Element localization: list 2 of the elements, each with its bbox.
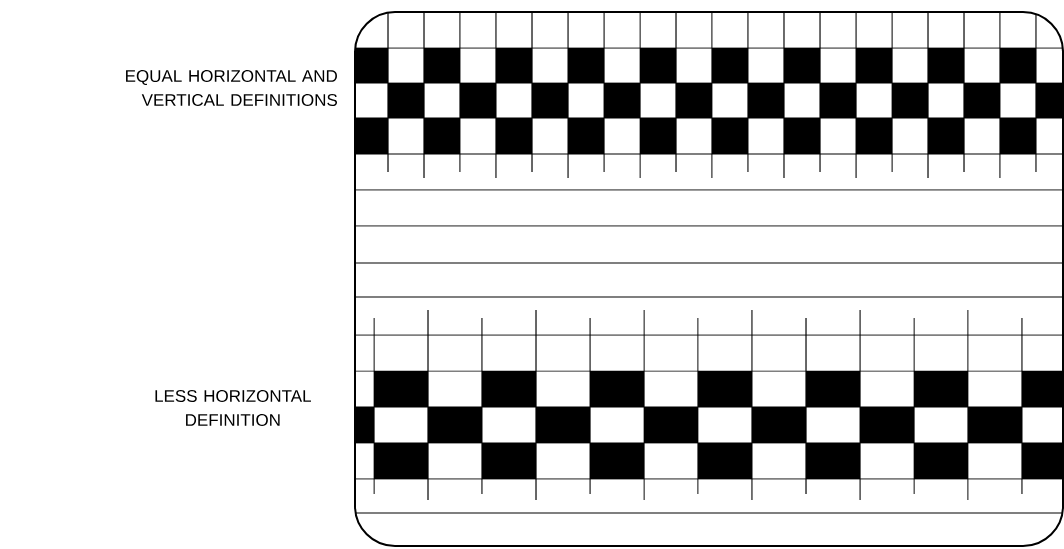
pattern-label: LESS HORIZONTAL DEFINITION (155, 390, 311, 427)
pattern-label: EQUAL HORIZONTAL AND VERTICAL DEFINITIONS (126, 70, 337, 107)
